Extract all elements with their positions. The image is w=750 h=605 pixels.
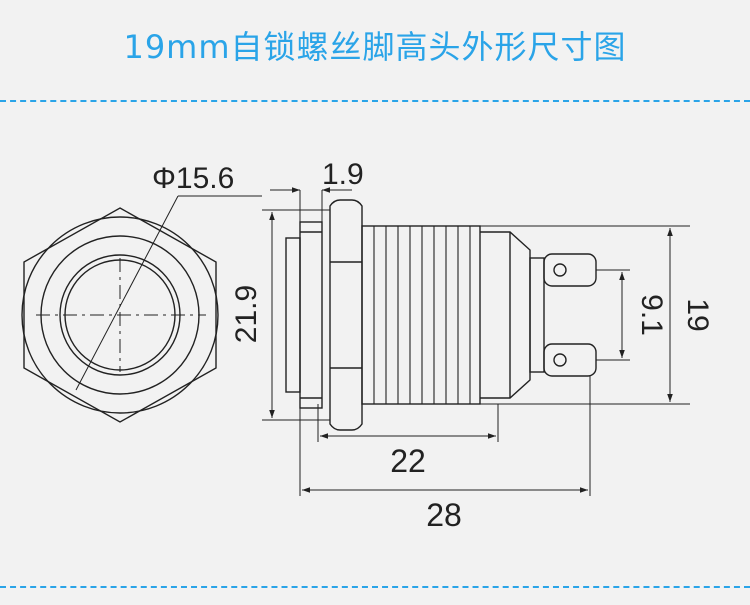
dim-height-total: 21.9 <box>230 285 263 343</box>
terminal-top <box>543 253 597 287</box>
dim-total-length: 28 <box>426 497 462 533</box>
diameter-leader <box>75 195 179 391</box>
hex-nut-outline <box>23 207 217 423</box>
side-view <box>285 199 597 431</box>
hex-nut-side <box>329 199 363 431</box>
dim-flange: 1.9 <box>322 158 364 191</box>
dim-body-height: 19 <box>681 298 714 331</box>
dim-diameter: Φ15.6 <box>152 162 234 195</box>
rear-block <box>529 257 545 373</box>
outer-ring <box>21 216 219 414</box>
thread-lines <box>373 226 471 404</box>
terminal-bottom <box>543 343 597 377</box>
threaded-body <box>361 225 481 405</box>
page-title: 19mm自锁螺丝脚高头外形尺寸图 <box>123 28 627 66</box>
bezel-flange <box>299 221 323 409</box>
rear-housing <box>480 231 531 399</box>
dim-pin-spacing: 9.1 <box>635 294 668 336</box>
button-cap <box>285 237 301 393</box>
divider-top <box>0 100 750 102</box>
front-view <box>21 195 262 423</box>
divider-bottom <box>0 586 750 588</box>
dim-thread-length: 22 <box>390 443 426 479</box>
dimension-lines <box>262 187 690 496</box>
